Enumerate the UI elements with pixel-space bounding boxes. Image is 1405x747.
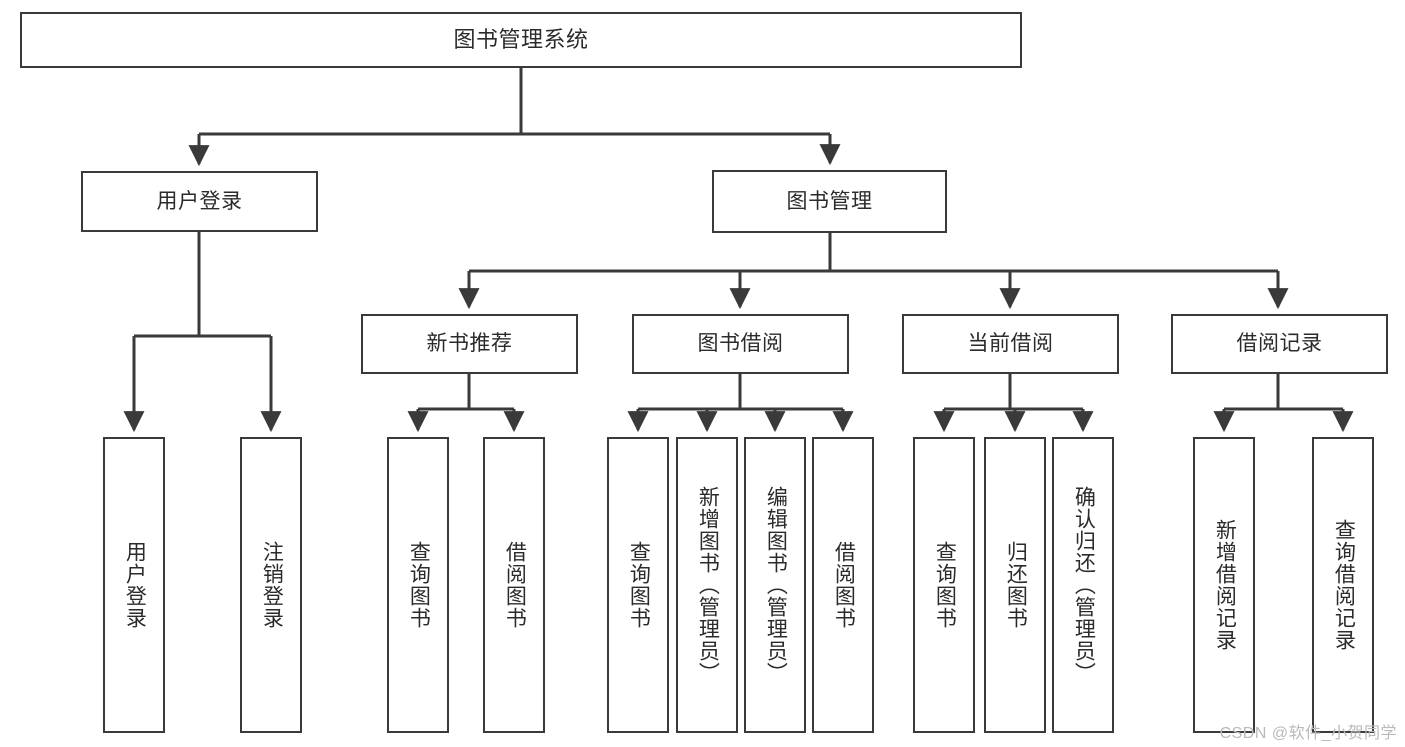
leaf-query-book-1-label: 查询图书 [407,541,431,629]
leaf-query-book-3[interactable]: 查询图书 [913,437,975,733]
leaf-query-borrow-record-label: 查询借阅记录 [1332,519,1356,651]
node-book-manage-label: 图书管理 [786,189,873,213]
leaf-user-login[interactable]: 用户登录 [103,437,165,733]
leaf-query-borrow-record[interactable]: 查询借阅记录 [1312,437,1374,733]
node-book-manage[interactable]: 图书管理 [712,170,947,233]
leaf-add-book[interactable]: 新增图书（管理员） [676,437,738,733]
node-borrow-record[interactable]: 借阅记录 [1171,314,1388,374]
leaf-borrow-book-1-label: 借阅图书 [503,541,527,629]
leaf-confirm-return-label: 确认归还（管理员） [1072,486,1096,684]
edge-newbook-to-leaves [407,374,525,433]
leaf-add-borrow-record-label: 新增借阅记录 [1213,519,1237,651]
leaf-borrow-book-2-label: 借阅图书 [832,541,856,629]
node-current-borrow[interactable]: 当前借阅 [902,314,1119,374]
leaf-add-borrow-record[interactable]: 新增借阅记录 [1193,437,1255,733]
edge-root-to-level2 [188,68,841,167]
edge-userlogin-to-leaves [123,232,282,433]
edge-bookborrow-to-leaves [627,374,854,433]
leaf-logout-label: 注销登录 [260,541,284,629]
node-borrow-record-label: 借阅记录 [1236,332,1323,356]
leaf-borrow-book-1[interactable]: 借阅图书 [483,437,545,733]
node-current-borrow-label: 当前借阅 [967,332,1054,356]
node-root-label: 图书管理系统 [453,26,589,52]
edge-bookmanage-to-level3 [458,233,1289,310]
node-book-borrow[interactable]: 图书借阅 [632,314,849,374]
node-user-login[interactable]: 用户登录 [81,171,318,232]
leaf-logout[interactable]: 注销登录 [240,437,302,733]
leaf-add-book-label: 新增图书（管理员） [696,486,720,684]
edge-currentborrow-to-leaves [933,374,1094,433]
leaf-query-book-3-label: 查询图书 [933,541,957,629]
node-root[interactable]: 图书管理系统 [20,12,1022,68]
watermark: CSDN @软件_小贺同学 [1219,725,1397,742]
node-new-book-recommend-label: 新书推荐 [426,332,513,356]
leaf-confirm-return[interactable]: 确认归还（管理员） [1052,437,1114,733]
leaf-user-login-label: 用户登录 [123,541,147,629]
node-book-borrow-label: 图书借阅 [697,332,784,356]
leaf-return-book[interactable]: 归还图书 [984,437,1046,733]
leaf-edit-book-label: 编辑图书（管理员） [764,486,788,684]
leaf-return-book-label: 归还图书 [1004,541,1028,629]
leaf-borrow-book-2[interactable]: 借阅图书 [812,437,874,733]
leaf-query-book-2-label: 查询图书 [627,541,651,629]
leaf-query-book-1[interactable]: 查询图书 [387,437,449,733]
node-new-book-recommend[interactable]: 新书推荐 [361,314,578,374]
leaf-query-book-2[interactable]: 查询图书 [607,437,669,733]
edge-borrowrecord-to-leaves [1213,374,1354,433]
leaf-edit-book[interactable]: 编辑图书（管理员） [744,437,806,733]
node-user-login-label: 用户登录 [156,189,243,213]
